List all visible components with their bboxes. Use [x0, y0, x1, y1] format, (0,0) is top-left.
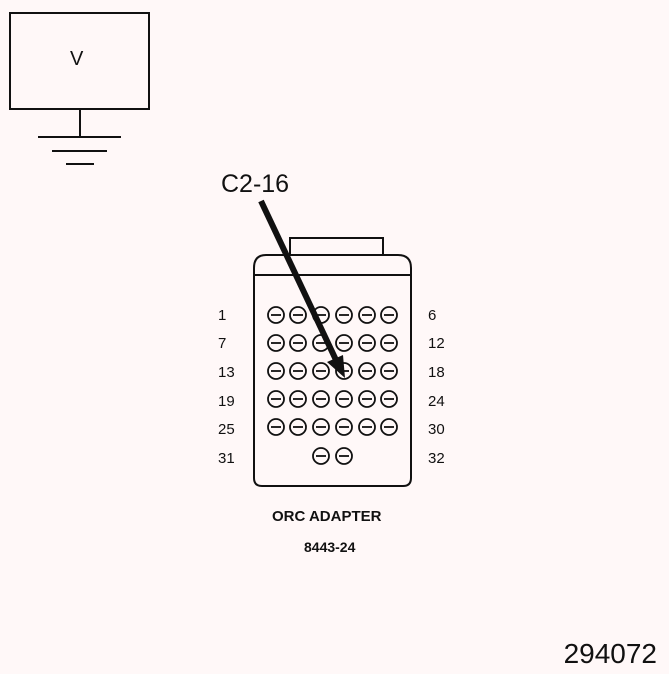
adapter-name: ORC ADAPTER	[272, 508, 382, 525]
row-label-left: 7	[218, 335, 227, 352]
ground-icon	[38, 109, 121, 165]
row-label-right: 18	[428, 364, 445, 381]
connector-pin-25	[267, 418, 285, 436]
row-label-right: 6	[428, 307, 437, 324]
row-label-right: 12	[428, 335, 445, 352]
connector-pin-4	[335, 306, 353, 324]
connector-pin-13	[267, 362, 285, 380]
callout-arrow	[258, 199, 345, 378]
connector-pin-18	[380, 362, 398, 380]
row-label-left: 1	[218, 307, 227, 324]
connector-pin-2	[289, 306, 307, 324]
row-label-left: 19	[218, 393, 235, 410]
row-label-right: 32	[428, 450, 445, 467]
connector-body	[253, 237, 412, 487]
row-label-left: 13	[218, 364, 235, 381]
connector-pin-20	[289, 390, 307, 408]
connector-pin-28	[335, 418, 353, 436]
connector-pin-29	[358, 418, 376, 436]
connector-pin-5	[358, 306, 376, 324]
row-label-left: 25	[218, 421, 235, 438]
connector-pin-21	[312, 390, 330, 408]
connector-pin-11	[358, 334, 376, 352]
connector-pin-32	[335, 447, 353, 465]
connector-pin-27	[312, 418, 330, 436]
connector-pin-10	[335, 334, 353, 352]
pin-grid	[267, 306, 398, 465]
row-label-right: 30	[428, 421, 445, 438]
row-label-left: 31	[218, 450, 235, 467]
connector-pin-6	[380, 306, 398, 324]
connector-pin-12	[380, 334, 398, 352]
connector-pin-23	[358, 390, 376, 408]
connector-pin-14	[289, 362, 307, 380]
row-label-right: 24	[428, 393, 445, 410]
connector-pin-31	[312, 447, 330, 465]
connector-pin-8	[289, 334, 307, 352]
connector-pin-15	[312, 362, 330, 380]
callout-label: C2-16	[221, 170, 290, 198]
figure-number: 294072	[563, 638, 657, 669]
connector-pin-22	[335, 390, 353, 408]
connector-pin-17	[358, 362, 376, 380]
connector-pin-26	[289, 418, 307, 436]
connector-pin-30	[380, 418, 398, 436]
connector-pin-7	[267, 334, 285, 352]
connector-pin-1	[267, 306, 285, 324]
connector-pin-19	[267, 390, 285, 408]
voltmeter-symbol: V	[70, 48, 84, 70]
adapter-part-number: 8443-24	[304, 539, 356, 555]
connector-pin-24	[380, 390, 398, 408]
